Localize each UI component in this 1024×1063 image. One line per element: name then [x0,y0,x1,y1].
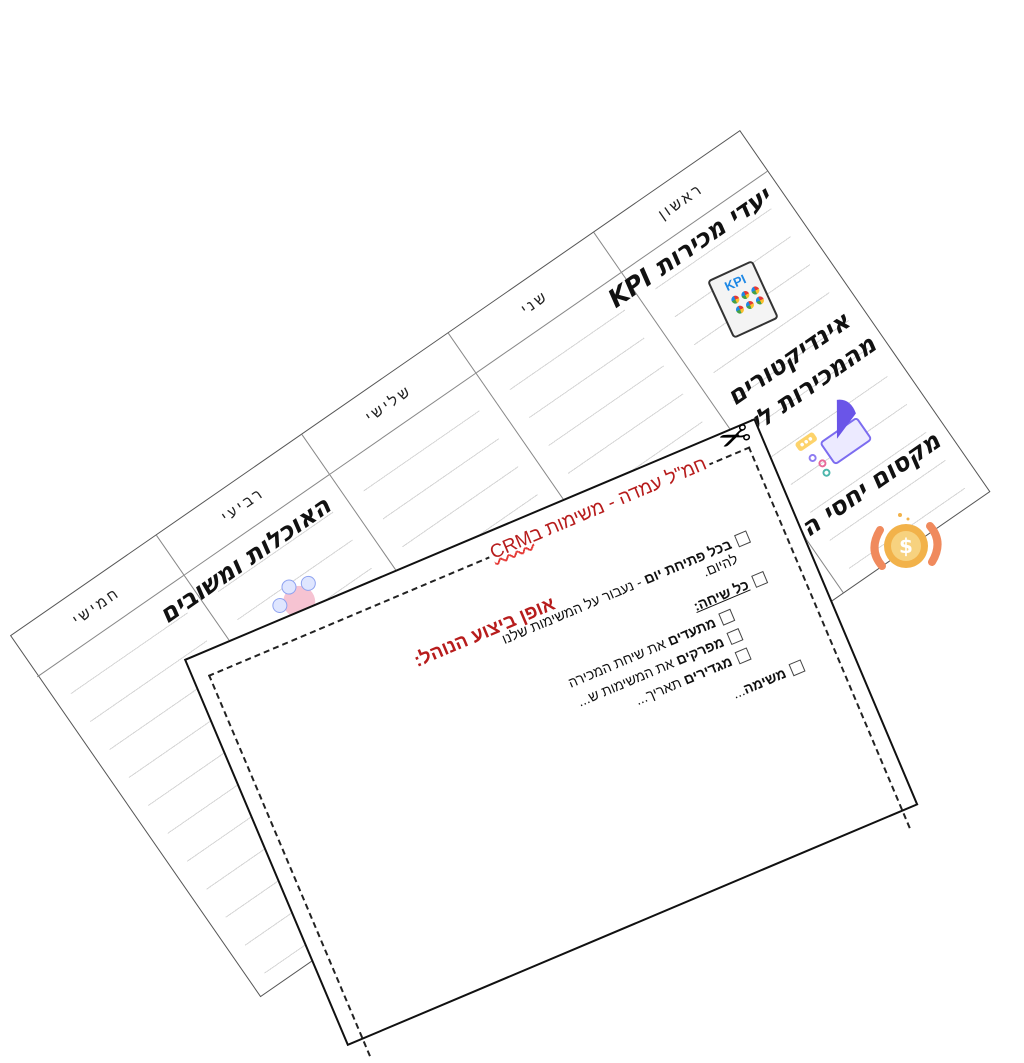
dollar-coin-icon: $ [870,513,942,570]
svg-text:$: $ [899,534,913,558]
megaphone-icon [795,399,872,477]
weekly-planner-table: ראשון שני שלישי רביעי חמישי יעדי מכירות … [9,130,991,998]
